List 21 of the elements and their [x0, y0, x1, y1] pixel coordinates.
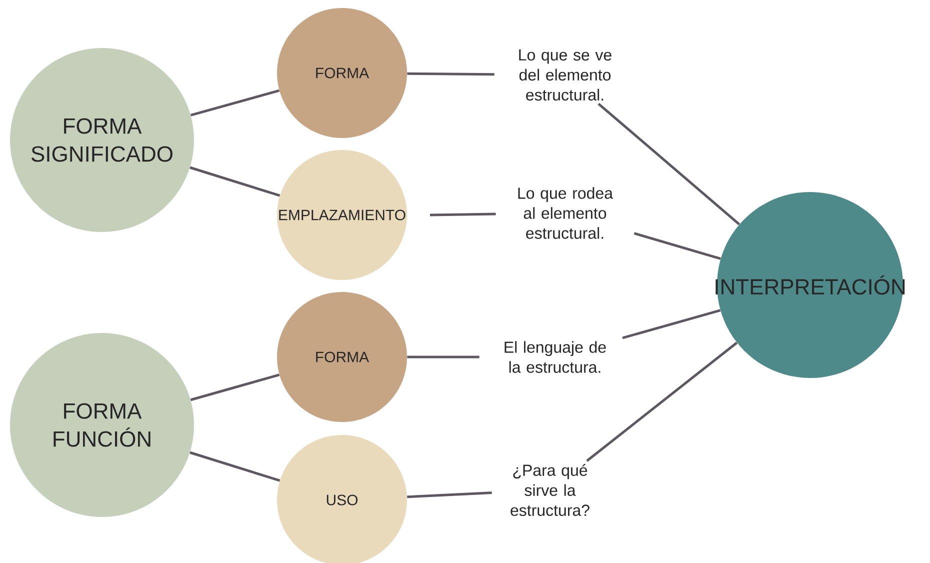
- circle-node: EMPLAZAMIENTO: [277, 150, 407, 280]
- connector-line: [622, 309, 721, 340]
- connector-line: [634, 232, 721, 260]
- connector-line: [190, 374, 280, 402]
- connector-line: [407, 356, 480, 358]
- connector-line: [190, 89, 280, 116]
- connector-line: [407, 492, 492, 498]
- connector-line: [586, 342, 738, 462]
- description-text: Lo que se ve del elemento estructural.: [519, 49, 612, 101]
- connector-line: [190, 166, 280, 197]
- connector-line: [407, 72, 494, 76]
- circle-node: FORMA: [277, 8, 407, 138]
- circle-node: FORMA: [277, 292, 407, 422]
- circle-node: FORMA FUNCIÓN: [10, 333, 194, 517]
- connector-line: [190, 451, 280, 482]
- connector-line: [430, 212, 496, 216]
- description-text: ¿Para qué sirve la estructura?: [510, 464, 590, 516]
- connector-line: [598, 102, 740, 226]
- description-text: El lenguaje de la estructura.: [504, 341, 606, 373]
- circle-node: FORMA SIGNIFICADO: [10, 48, 194, 232]
- description-text: Lo que rodea al elemento estructural.: [518, 187, 613, 239]
